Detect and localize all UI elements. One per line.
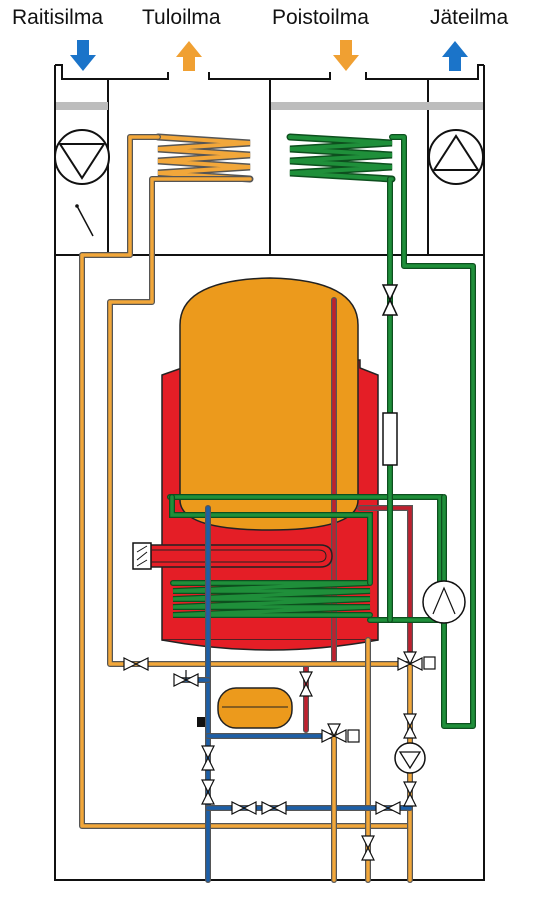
circulation-pump-icon (394, 742, 426, 774)
bypass-damper-pivot (75, 204, 79, 208)
valve-bottom-2-icon (261, 801, 287, 815)
valve-bottom-drain-icon (361, 835, 375, 861)
fresh-air-arrow-icon (70, 40, 96, 71)
extract-air-arrow-icon (333, 40, 359, 71)
valve-cold-1-icon (201, 745, 215, 771)
bypass-damper (76, 205, 94, 237)
valve-bottom-1-icon (231, 801, 257, 815)
valve-hot-icon (299, 671, 313, 697)
airflow-arrows (70, 40, 468, 71)
filter-right (271, 102, 483, 110)
refrigerant-loop (387, 134, 476, 729)
condenser-coil (167, 494, 443, 623)
expansion-valve-icon (381, 284, 399, 316)
cold-water-pipe (183, 505, 413, 883)
supply-air-arrow-icon (176, 41, 202, 71)
drier-filter (382, 412, 398, 466)
label-tuloilma: Tuloilma (142, 6, 221, 29)
three-way-valve-bottom-icon (321, 723, 360, 743)
label-jateilma: Jäteilma (430, 6, 509, 29)
fan-right-icon (428, 129, 484, 185)
filter-left (56, 102, 108, 110)
valve-cold-2-icon (201, 779, 215, 805)
exhaust-air-arrow-icon (442, 41, 468, 71)
compressor-icon (422, 580, 466, 624)
valve-supply-left-icon (123, 657, 149, 671)
extract-air-coil-fill (288, 135, 394, 181)
label-raitisilma: Raitisilma (12, 6, 104, 29)
fan-left-icon (54, 129, 110, 185)
label-poistoilma: Poistoilma (272, 6, 369, 29)
electric-heater (132, 542, 333, 570)
valve-bottom-3-icon (375, 801, 401, 815)
expansion-vessel (197, 687, 293, 729)
valves (123, 657, 417, 861)
airflow-labels: Raitisilma Tuloilma Poistoilma Jäteilma (0, 0, 538, 40)
supply-air-coil-fill (156, 135, 252, 181)
valve-orange-1-icon (403, 713, 417, 739)
three-way-valve-top-icon (397, 651, 436, 671)
valve-orange-2-icon (403, 781, 417, 807)
